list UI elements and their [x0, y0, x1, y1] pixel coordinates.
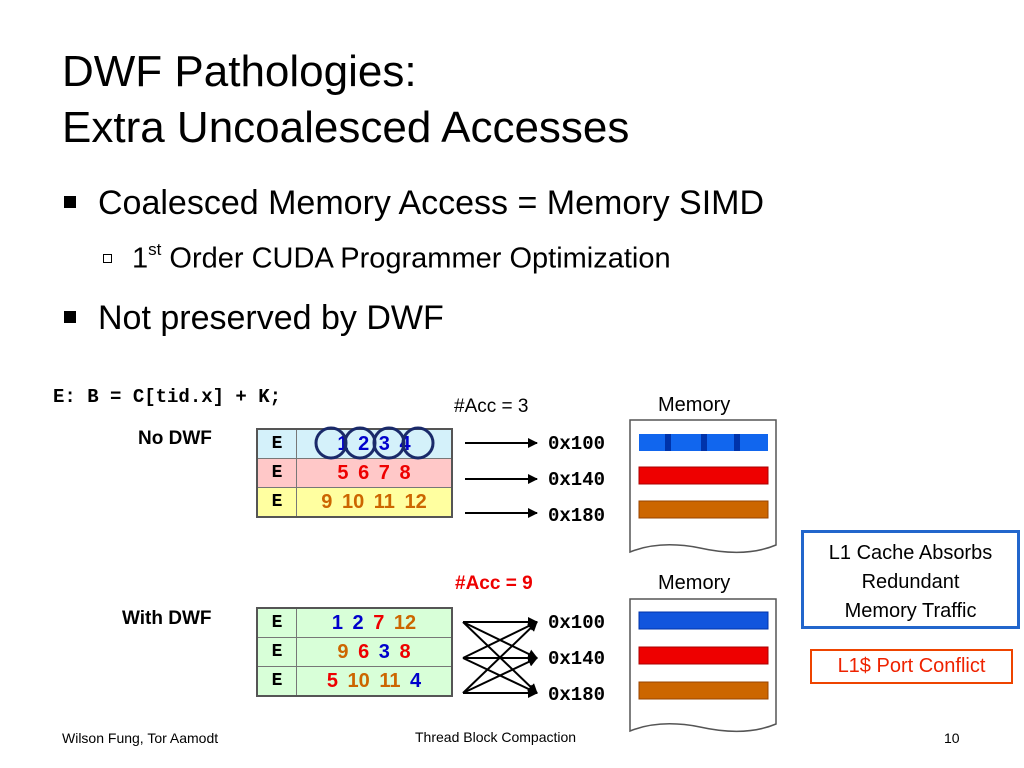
instruction-cell: E: [256, 607, 297, 638]
no-dwf-address-2: 0x180: [548, 505, 606, 527]
bullet-1-text: Coalesced Memory Access = Memory SIMD: [98, 184, 765, 222]
thread-id: 6: [358, 461, 370, 484]
instruction-cell: E: [256, 458, 297, 488]
circle-icon: [343, 426, 377, 460]
no-dwf-label: No DWF: [138, 428, 212, 449]
memory-line-0x100: [638, 611, 769, 630]
bullet-square-icon: [64, 311, 76, 324]
thread-ids-cell: 9 6 3 8: [296, 637, 453, 667]
thread-id: 4: [410, 669, 422, 692]
memory-line-0x180: [638, 500, 769, 519]
memory-line-0x180: [638, 681, 769, 700]
footer-authors: Wilson Fung, Tor Aamodt: [62, 730, 219, 746]
arrow-icon: [462, 621, 538, 694]
no-dwf-warp-table: E 1 2 3 4 E 5 6 7 8 E 9 10 11 12: [256, 428, 453, 518]
thread-id: 3: [378, 432, 390, 455]
no-dwf-address-1: 0x140: [548, 469, 606, 491]
title-line-1: DWF Pathologies:: [62, 47, 417, 96]
with-dwf-arrows: [462, 617, 538, 698]
memory-line-0x140: [638, 646, 769, 665]
sub-bullet-pre: 1: [132, 242, 149, 275]
thread-id: 12: [393, 611, 417, 634]
table-row: E 9 6 3 8: [256, 637, 453, 667]
thread-id: 2: [358, 432, 370, 455]
thread-id: 3: [378, 640, 390, 663]
instruction-cell: E: [256, 637, 297, 667]
port-conflict-callout: L1$ Port Conflict: [810, 649, 1013, 684]
thread-id: 11: [379, 669, 401, 692]
no-dwf-memory-block: [629, 419, 777, 554]
thread-id: 5: [337, 461, 349, 484]
title-line-2: Extra Uncoalesced Accesses: [62, 103, 630, 152]
table-row: E 5 6 7 8: [256, 458, 453, 488]
no-dwf-memory-label: Memory: [658, 394, 731, 416]
table-row: E 9 10 11 12: [256, 487, 453, 518]
circle-icon: [401, 426, 435, 460]
sub-bullet-text: Order CUDA Programmer Optimization: [161, 242, 671, 275]
l1-cache-callout: L1 Cache Absorbs Redundant Memory Traffi…: [801, 530, 1020, 629]
coalesce-circles: [314, 426, 435, 460]
callout-line: Redundant: [861, 571, 960, 593]
thread-id: 8: [399, 461, 411, 484]
with-dwf-acc-count: #Acc = 9: [455, 573, 533, 594]
with-dwf-address-0: 0x100: [548, 612, 606, 634]
with-dwf-warp-table: E 1 2 7 12 E 9 6 3 8 E 5 10 11 4: [256, 607, 453, 697]
with-dwf-address-2: 0x180: [548, 684, 606, 706]
code-line: E: B = C[tid.x] + K;: [53, 386, 282, 408]
thread-id: 2: [352, 611, 364, 634]
memory-segment-divider: [734, 434, 740, 451]
no-dwf-acc-count: #Acc = 3: [454, 396, 529, 417]
table-row: E 1 2 7 12: [256, 607, 453, 638]
slide-title: DWF Pathologies: Extra Uncoalesced Acces…: [62, 44, 629, 156]
memory-segment-divider: [701, 434, 707, 451]
table-row: E 5 10 11 4: [256, 666, 453, 697]
thread-id: 7: [378, 461, 390, 484]
sub-bullet-sup: st: [148, 240, 162, 259]
circle-icon: [314, 426, 348, 460]
with-dwf-address-1: 0x140: [548, 648, 606, 670]
thread-id: 6: [358, 640, 370, 663]
thread-id: 8: [399, 640, 411, 663]
hollow-square-icon: [103, 253, 112, 263]
memory-line-0x140: [638, 466, 769, 485]
instruction-cell: E: [256, 428, 297, 459]
arrow-icon: [462, 657, 538, 694]
thread-id: 7: [373, 611, 385, 634]
with-dwf-memory-block: [629, 598, 777, 733]
no-dwf-address-0: 0x100: [548, 433, 606, 455]
thread-id: 10: [347, 669, 370, 692]
bullet-square-icon: [64, 196, 76, 209]
with-dwf-memory-label: Memory: [658, 572, 731, 594]
thread-id: 9: [337, 640, 349, 663]
sub-bullet-1: 1st Order CUDA Programmer Optimization: [103, 240, 671, 276]
thread-ids-cell: 9 10 11 12: [296, 487, 453, 518]
thread-ids-cell: 5 6 7 8: [296, 458, 453, 488]
circle-icon: [372, 426, 406, 460]
with-dwf-label: With DWF: [122, 608, 212, 629]
bullet-2-text: Not preserved by DWF: [98, 299, 444, 337]
arrow-icon: [462, 621, 538, 659]
bullet-1: Coalesced Memory Access = Memory SIMD: [64, 184, 764, 223]
callout-line: L1 Cache Absorbs: [828, 542, 993, 564]
page-number: 10: [944, 730, 960, 746]
instruction-cell: E: [256, 666, 297, 697]
memory-segment-divider: [665, 434, 671, 451]
thread-id: 12: [404, 490, 427, 513]
instruction-cell: E: [256, 487, 297, 518]
thread-ids-cell: 1 2 7 12: [296, 607, 453, 638]
thread-ids-cell: 5 10 11 4: [296, 666, 453, 697]
thread-id: 1: [331, 611, 343, 634]
thread-id: 1: [337, 432, 349, 455]
callout-line: Memory Traffic: [844, 600, 977, 622]
bullet-2: Not preserved by DWF: [64, 299, 444, 338]
thread-id: 9: [321, 490, 333, 513]
no-dwf-arrows: [465, 438, 538, 518]
thread-id: 11: [373, 490, 395, 513]
thread-id: 5: [326, 669, 338, 692]
footer-title: Thread Block Compaction: [415, 729, 577, 745]
thread-id: 10: [341, 490, 365, 513]
